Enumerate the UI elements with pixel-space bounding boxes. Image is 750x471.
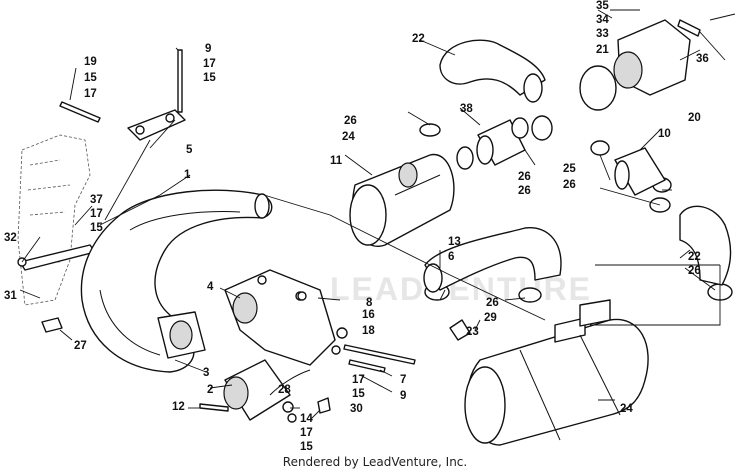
grommet <box>449 319 471 341</box>
leader-lines <box>19 9 726 421</box>
callout-17b: 17 <box>203 58 216 70</box>
callout-36: 36 <box>696 53 709 65</box>
callout-21: 21 <box>596 44 609 56</box>
callout-4: 4 <box>207 281 214 293</box>
callout-20: 20 <box>688 112 701 124</box>
callout-2: 2 <box>207 384 213 396</box>
callout-26c: 26 <box>563 179 576 191</box>
callout-17a: 17 <box>84 88 97 100</box>
long-bolt <box>343 344 416 365</box>
stud <box>199 403 229 412</box>
callout-37: 37 <box>90 194 103 206</box>
callout-labels: 1 2 3 4 5 6 7 8 9 9 10 11 12 13 14 15 15… <box>4 0 709 453</box>
callout-24a: 24 <box>342 131 355 143</box>
footer-credit: Rendered by LeadVenture, Inc. <box>282 455 468 469</box>
callout-26a: 26 <box>344 115 357 127</box>
callout-31: 31 <box>4 290 17 302</box>
spring <box>269 369 311 396</box>
washers <box>282 291 348 423</box>
callout-28: 28 <box>278 384 291 396</box>
elbow-hose-upper <box>439 39 546 103</box>
elbow-hose-13 <box>423 227 562 293</box>
plug <box>41 317 63 333</box>
callout-32: 32 <box>4 232 17 244</box>
callout-33: 33 <box>596 28 609 40</box>
callout-22b: 22 <box>688 251 701 263</box>
callout-8: 8 <box>366 297 373 309</box>
callout-19: 19 <box>84 56 97 68</box>
callout-26e: 26 <box>486 297 499 309</box>
callout-26b: 26 <box>518 185 531 197</box>
spring-mount <box>59 49 186 141</box>
callout-6: 6 <box>448 251 454 263</box>
callout-13: 13 <box>448 236 461 248</box>
flange <box>157 311 206 359</box>
callout-27: 27 <box>74 340 87 352</box>
engine-outline <box>17 134 91 306</box>
callout-5: 5 <box>186 144 193 156</box>
callout-7: 7 <box>400 374 406 386</box>
hose-10 <box>614 147 666 196</box>
callout-15e: 15 <box>300 441 313 453</box>
callout-11: 11 <box>330 155 343 167</box>
callout-12: 12 <box>172 401 185 413</box>
callout-18: 18 <box>362 325 375 337</box>
callout-35: 35 <box>596 0 609 12</box>
callout-15b: 15 <box>203 72 216 84</box>
callout-23: 23 <box>466 326 479 338</box>
callout-16: 16 <box>362 309 375 321</box>
manifold <box>224 269 336 366</box>
callout-34: 34 <box>596 14 609 26</box>
callout-26f: 26 <box>518 171 531 183</box>
exhaust-pipe <box>80 189 273 373</box>
clip <box>317 397 331 414</box>
callout-10: 10 <box>658 128 671 140</box>
callout-1: 1 <box>184 169 191 181</box>
callout-30: 30 <box>350 403 363 415</box>
callout-29: 29 <box>484 312 497 324</box>
callout-15c: 15 <box>90 222 103 234</box>
callout-26d: 26 <box>688 265 701 277</box>
callout-17e: 17 <box>300 427 313 439</box>
muffler-lower <box>464 299 649 446</box>
callout-15a: 15 <box>84 72 97 84</box>
coupler <box>223 359 291 421</box>
long-bolt-2 <box>348 359 386 373</box>
callout-25: 25 <box>563 163 576 175</box>
callout-24b: 24 <box>620 403 633 415</box>
callout-9a: 9 <box>205 43 211 55</box>
callout-22a: 22 <box>412 33 425 45</box>
callout-17c: 17 <box>90 208 103 220</box>
intake-housing <box>579 19 701 111</box>
callout-15d: 15 <box>352 388 365 400</box>
callout-17d: 17 <box>352 374 365 386</box>
callout-3: 3 <box>203 367 209 379</box>
bracket-lines <box>610 9 736 21</box>
mount-bracket <box>17 244 96 271</box>
callout-14: 14 <box>300 413 313 425</box>
callout-9b: 9 <box>400 390 406 402</box>
callout-38: 38 <box>460 103 473 115</box>
